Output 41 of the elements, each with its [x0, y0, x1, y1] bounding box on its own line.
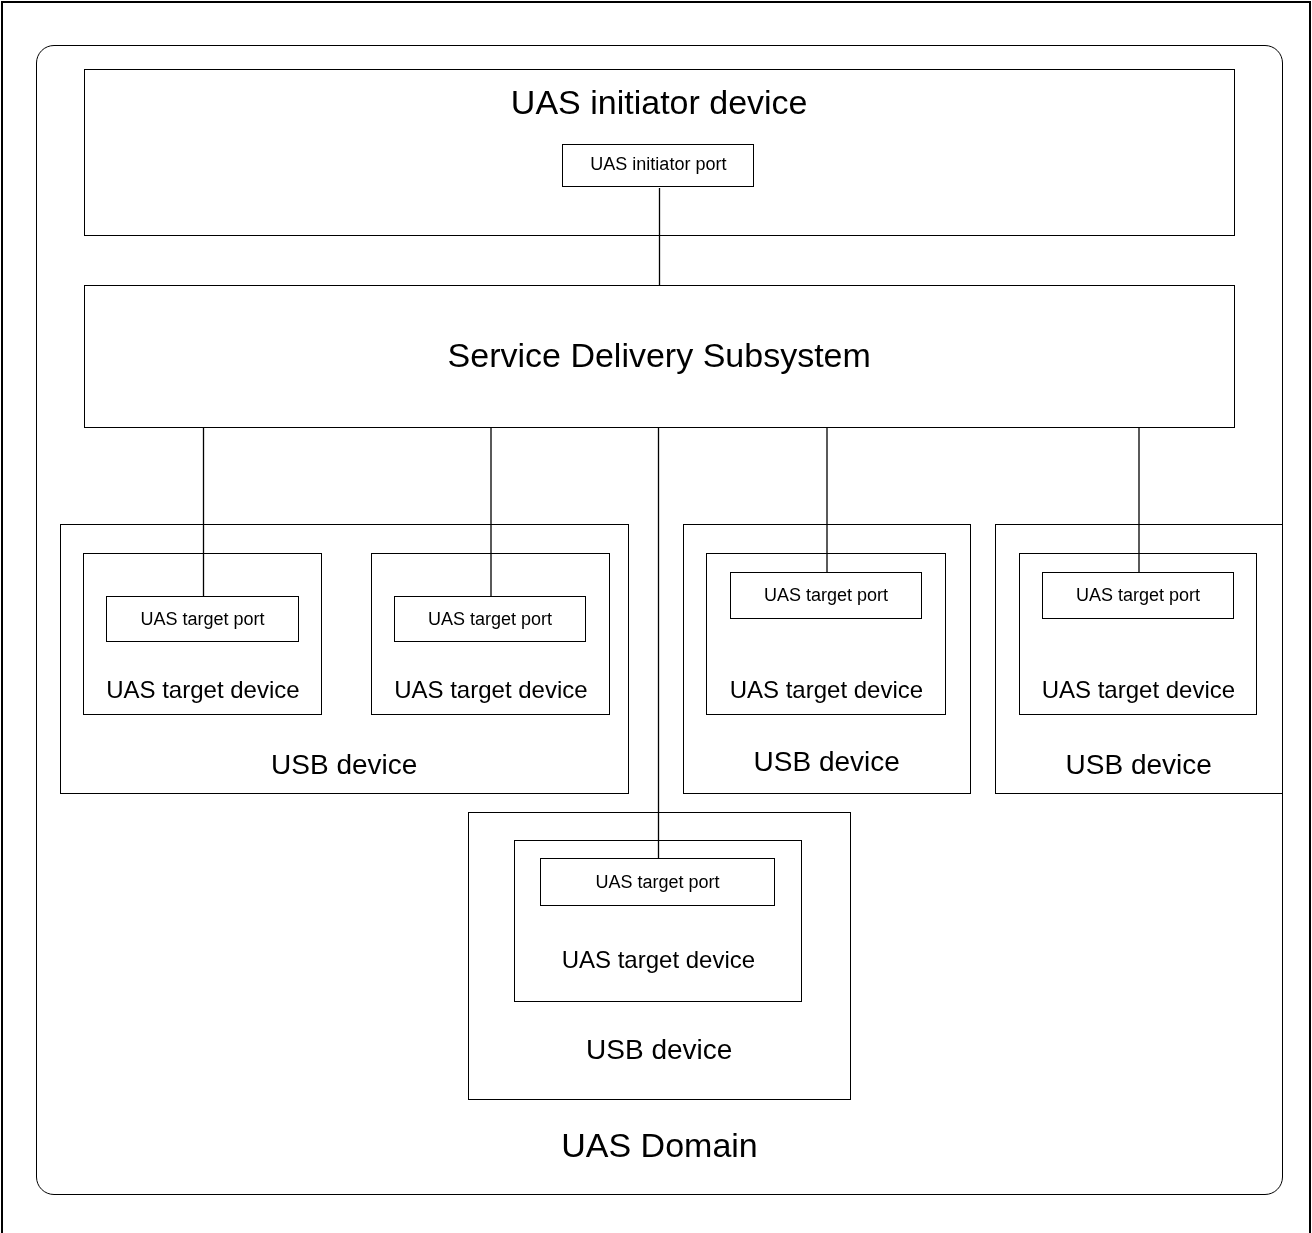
- node-label: UAS target port: [764, 585, 889, 604]
- connector-line: [657, 427, 660, 860]
- device-box: [59, 523, 629, 794]
- node-label: USB device: [586, 1036, 733, 1065]
- subsystem-box: [83, 284, 1235, 428]
- node-label: USB device: [753, 748, 900, 777]
- port-box: [106, 596, 300, 643]
- node-label: UAS initiator device: [510, 85, 808, 120]
- device-box: [682, 523, 971, 794]
- node-label: UAS target device: [394, 678, 588, 703]
- connector-line: [826, 427, 828, 574]
- node-label: UAS target device: [1041, 678, 1236, 703]
- port-box: [540, 858, 776, 907]
- device-box: [83, 553, 323, 716]
- node-label: Service Delivery Subsystem: [447, 338, 871, 373]
- device-box: [371, 553, 611, 716]
- port-box: [394, 596, 587, 643]
- connector-line: [490, 427, 492, 598]
- device-box: [514, 840, 803, 1003]
- node-label: UAS target port: [595, 872, 720, 891]
- node-label: UAS target device: [729, 678, 924, 703]
- connector-line: [202, 427, 205, 598]
- port-box: [562, 144, 755, 188]
- device-box: [706, 553, 947, 716]
- port-box: [1042, 572, 1235, 620]
- node-label: UAS Domain: [561, 1127, 758, 1162]
- device-box: [1019, 553, 1258, 716]
- node-label: UAS target port: [428, 609, 553, 628]
- node-label: UAS target port: [140, 609, 265, 628]
- port-box: [730, 572, 923, 620]
- node-label: USB device: [271, 751, 418, 780]
- node-label: UAS target port: [1076, 585, 1201, 604]
- device-box: [994, 523, 1283, 794]
- connector-line: [658, 187, 661, 286]
- device-box: [83, 68, 1235, 236]
- node-label: UAS initiator port: [590, 155, 727, 174]
- node-label: USB device: [1065, 751, 1212, 780]
- node-label: UAS target device: [106, 678, 300, 703]
- connector-line: [1138, 427, 1140, 574]
- node-label: UAS target device: [561, 948, 756, 973]
- device-box: [467, 811, 851, 1100]
